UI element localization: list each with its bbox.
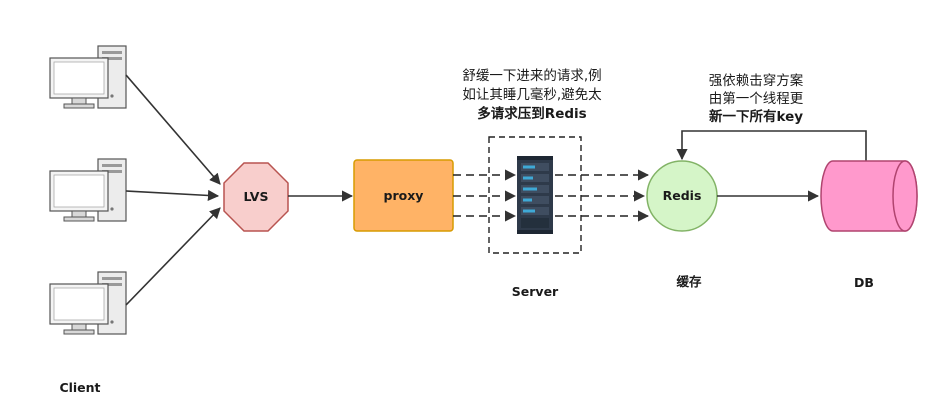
rebuild-note-line-1: 强依赖击穿方案 xyxy=(709,72,804,89)
edge-client3-lvs xyxy=(125,207,221,306)
proxy-label: proxy xyxy=(384,188,424,203)
rebuild-note-line-3: 新一下所有key xyxy=(709,108,803,125)
rebuild-note: 强依赖击穿方案 由第一个线程更 新一下所有key xyxy=(709,72,804,125)
lvs-label: LVS xyxy=(244,189,269,204)
throttle-note-line-1: 舒缓一下进来的请求,例 xyxy=(462,68,601,84)
client-label: Client xyxy=(59,380,100,395)
cache-label: 缓存 xyxy=(676,274,702,289)
throttle-note-line-3: 多请求压到Redis xyxy=(477,105,586,122)
redis-label: Redis xyxy=(663,188,702,203)
client-pc-1-icon xyxy=(49,45,127,109)
server-group-box xyxy=(488,136,582,254)
lvs-node xyxy=(223,162,289,232)
db-node xyxy=(820,160,918,232)
server-rack-icon xyxy=(517,156,553,234)
edge-client2-lvs xyxy=(125,189,220,202)
throttle-note: 舒缓一下进来的请求,例 如让其睡几毫秒,避免太 多请求压到Redis xyxy=(462,68,602,122)
client-pc-3-icon xyxy=(49,271,127,335)
edge-db-redis-feedback xyxy=(676,130,867,163)
client-pc-2-icon xyxy=(49,158,127,222)
db-label: DB xyxy=(854,275,874,290)
edge-client1-lvs xyxy=(125,74,221,185)
rebuild-note-line-2: 由第一个线程更 xyxy=(709,90,804,107)
throttle-note-line-2: 如让其睡几毫秒,避免太 xyxy=(462,86,602,103)
server-label: Server xyxy=(512,284,559,299)
